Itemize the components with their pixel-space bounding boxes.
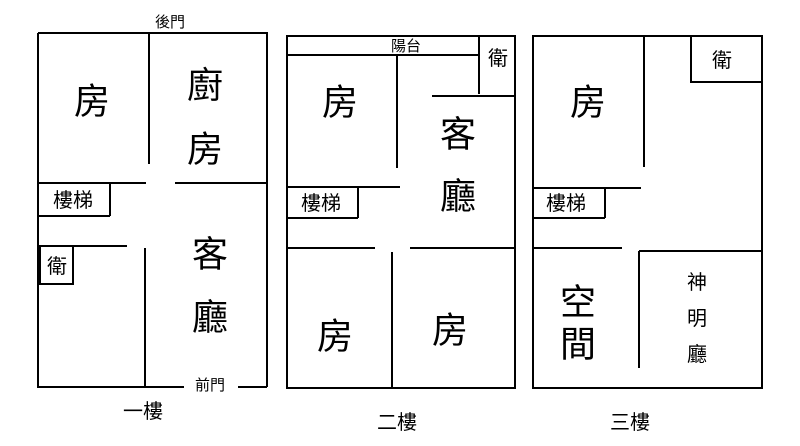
room-label-living-room: 廳 [192, 298, 228, 339]
room-label-living-room: 廳 [440, 177, 476, 218]
back-door-label: 後門 [155, 13, 185, 31]
room-label-kitchen: 房 [187, 130, 223, 171]
front-door-label: 前門 [195, 376, 225, 394]
floor-3-label: 三樓 [610, 410, 650, 434]
room-label-space: 空 [560, 283, 596, 324]
room-label-stairs: 樓梯 [53, 188, 93, 212]
room-label-bathroom: 衛 [47, 254, 67, 278]
room-label-bedroom: 房 [432, 311, 468, 352]
room-label-bedroom: 房 [317, 317, 353, 358]
balcony-label: 陽台 [391, 37, 421, 55]
floor-2-plan: 陽台 衛 房 客 廳 樓梯 房 房 二樓 [286, 35, 516, 434]
room-label-stairs: 樓梯 [301, 191, 341, 215]
room-label-living-room: 客 [192, 235, 228, 276]
room-label-bedroom: 房 [74, 82, 110, 123]
room-label-shrine-hall: 明 [687, 306, 707, 330]
floor-3-walls [532, 35, 763, 389]
room-label-bathroom: 衛 [712, 48, 732, 72]
room-label-bedroom: 房 [570, 83, 606, 124]
room-label-space: 間 [560, 325, 596, 366]
floor-1-label: 一樓 [123, 399, 163, 423]
room-label-living-room: 客 [440, 115, 476, 156]
room-label-bathroom: 衛 [488, 46, 508, 70]
floor-1-plan: 後門 前門 房 廚 房 客 廳 樓梯 衛 一樓 [37, 13, 268, 423]
floor-3-plan: 衛 房 樓梯 空 間 神 明 廳 三樓 [532, 35, 763, 434]
floor-2-walls [286, 35, 516, 389]
floor-2-label: 二樓 [377, 410, 417, 434]
room-label-shrine-hall: 廳 [687, 342, 707, 366]
room-label-shrine-hall: 神 [687, 270, 707, 294]
room-label-stairs: 樓梯 [546, 191, 586, 215]
floor-1-walls [37, 32, 268, 388]
room-label-bedroom: 房 [322, 83, 358, 124]
room-label-kitchen: 廚 [187, 66, 223, 107]
